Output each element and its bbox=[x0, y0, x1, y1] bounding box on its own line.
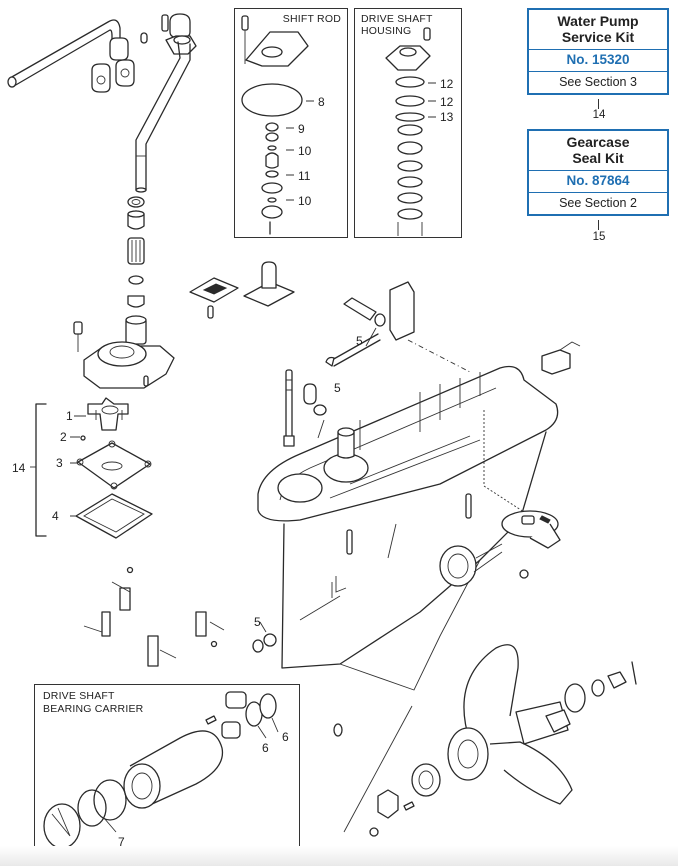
callout-5a: 5 bbox=[356, 334, 363, 348]
kit-section-ref: See Section 3 bbox=[559, 75, 637, 89]
kit-water-pump[interactable]: Water Pump Service Kit No. 15320 See Sec… bbox=[527, 8, 669, 95]
kit-section-ref: See Section 2 bbox=[559, 196, 637, 210]
callout-14: 14 bbox=[12, 461, 26, 475]
callout-6a: 6 bbox=[262, 741, 269, 755]
inset-title-line2: BEARING CARRIER bbox=[43, 703, 144, 715]
callout-7: 7 bbox=[118, 835, 125, 849]
impeller-key bbox=[81, 436, 85, 440]
inset-shift-rod: SHIFT ROD bbox=[234, 8, 348, 238]
water-tube bbox=[8, 20, 128, 87]
shift-stud bbox=[284, 370, 326, 446]
kit-name-line1: Gearcase bbox=[566, 134, 630, 150]
kit-name-line2: Service Kit bbox=[561, 29, 635, 45]
drive-shaft-housing-art bbox=[386, 28, 436, 236]
gearcase-hardware bbox=[326, 282, 470, 372]
callout-13: 13 bbox=[440, 110, 454, 124]
kit-leader-line bbox=[598, 99, 599, 109]
kit-part-number[interactable]: No. 15320 bbox=[529, 50, 667, 72]
gearcase-housing bbox=[258, 367, 558, 691]
callout-9: 9 bbox=[298, 122, 305, 136]
pump-housing bbox=[74, 322, 174, 388]
callout-8: 8 bbox=[318, 95, 325, 109]
water-tube-upright bbox=[136, 14, 196, 192]
kit-part-number[interactable]: No. 87864 bbox=[529, 171, 667, 193]
kit-ref-number: 15 bbox=[592, 231, 606, 243]
callout-10a: 10 bbox=[298, 144, 312, 158]
shift-rod-art bbox=[242, 16, 314, 234]
kit-name: Gearcase Seal Kit bbox=[529, 131, 667, 171]
callout-11: 11 bbox=[298, 169, 311, 183]
impeller bbox=[88, 398, 128, 430]
cover-plates bbox=[190, 262, 294, 318]
pump-stack bbox=[126, 197, 146, 344]
callout-4: 4 bbox=[52, 509, 59, 523]
page-bottom-shade bbox=[0, 846, 678, 866]
kit-name: Water Pump Service Kit bbox=[529, 10, 667, 50]
kit-gearcase-seal[interactable]: Gearcase Seal Kit No. 87864 See Section … bbox=[527, 129, 669, 216]
wear-plate bbox=[77, 441, 151, 489]
callout-10b: 10 bbox=[298, 194, 312, 208]
callout-3: 3 bbox=[56, 456, 63, 470]
kit-name-line1: Water Pump bbox=[557, 13, 639, 29]
pump-gasket bbox=[76, 494, 152, 538]
callout-12a: 12 bbox=[440, 77, 454, 91]
trim-anode bbox=[347, 342, 580, 578]
callout-5b: 5 bbox=[334, 381, 341, 395]
callout-6b: 6 bbox=[282, 730, 289, 744]
callout-12b: 12 bbox=[440, 95, 454, 109]
inset-title-line1: DRIVE SHAFT bbox=[43, 690, 115, 702]
inset-title-line2: HOUSING bbox=[361, 25, 412, 37]
kit-ref-number: 14 bbox=[592, 109, 606, 121]
shift-linkage-parts bbox=[84, 568, 276, 667]
callout-5c: 5 bbox=[254, 615, 261, 629]
bearing-carrier-art bbox=[44, 692, 278, 848]
kit-leader-line bbox=[598, 220, 599, 230]
kit-name-line2: Seal Kit bbox=[572, 150, 624, 166]
propeller bbox=[334, 645, 636, 836]
kit-14-bracket bbox=[30, 404, 86, 536]
inset-drive-shaft-bearing-carrier: DRIVE SHAFT BEARING CARRIER bbox=[34, 684, 300, 862]
callout-2: 2 bbox=[60, 430, 67, 444]
tube-grommets bbox=[92, 33, 147, 92]
inset-drive-shaft-housing: DRIVE SHAFT HOUSING bbox=[354, 8, 462, 238]
inset-title-line1: DRIVE SHAFT bbox=[361, 13, 433, 25]
callout-1: 1 bbox=[66, 409, 73, 423]
gearcase-seal bbox=[440, 544, 502, 586]
inset-title: SHIFT ROD bbox=[282, 13, 341, 25]
